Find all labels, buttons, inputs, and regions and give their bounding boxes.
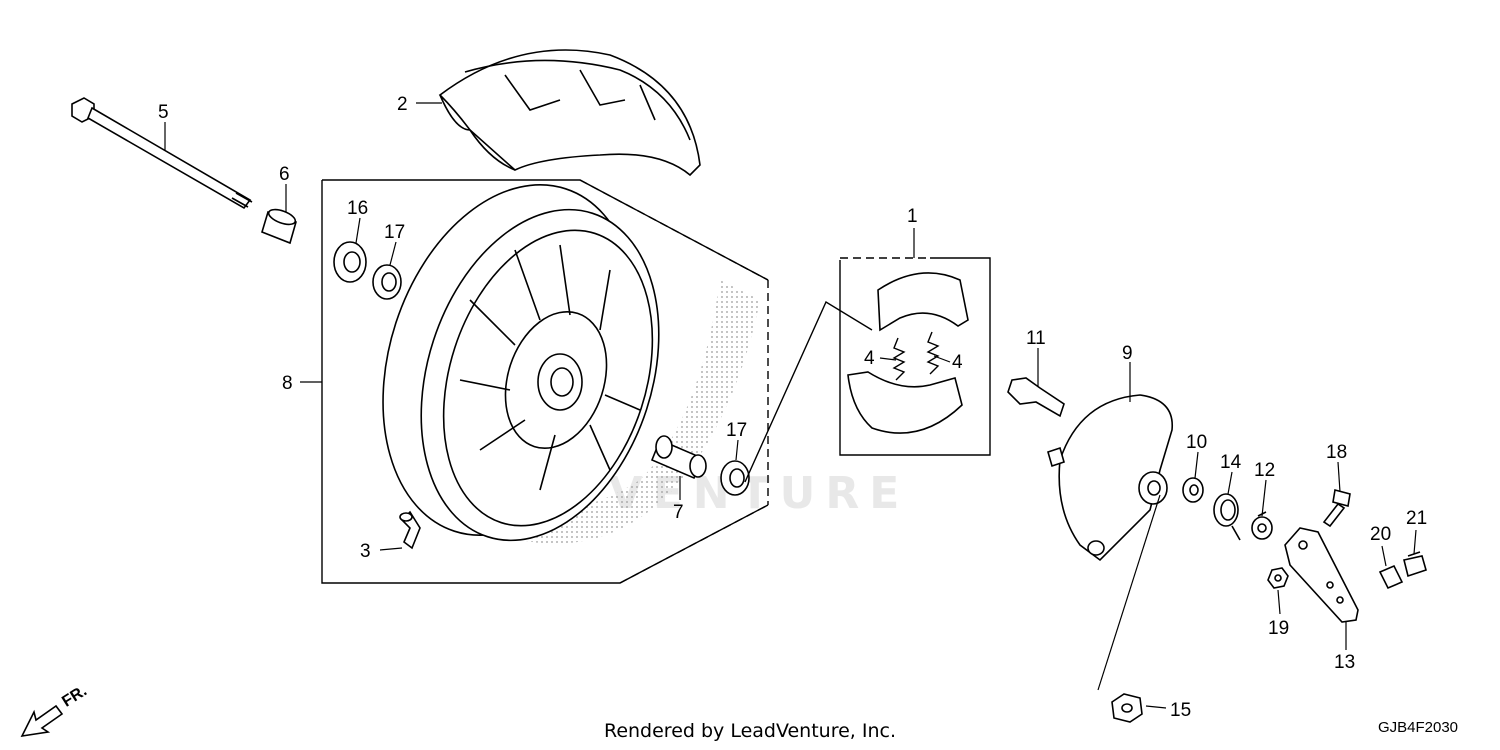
flange-nut-part[interactable] (1111, 693, 1143, 723)
callout-15[interactable]: 15 (1170, 700, 1191, 721)
callout-labels: 1 2 3 4 4 5 6 7 8 9 10 11 12 13 14 15 16… (158, 94, 1427, 721)
valve-stem-part[interactable] (399, 510, 421, 550)
axle-bolt-part[interactable] (71, 97, 253, 210)
brake-cam-part[interactable] (1007, 377, 1065, 418)
callout-8[interactable]: 8 (282, 373, 293, 394)
dust-seal-part[interactable] (1182, 477, 1204, 503)
callout-6[interactable]: 6 (279, 164, 290, 185)
callout-4-left[interactable]: 4 (864, 348, 875, 369)
callout-21[interactable]: 21 (1406, 508, 1427, 529)
brake-shoe-lower-part[interactable] (847, 371, 963, 434)
brake-arm-bolt-part[interactable] (1322, 489, 1351, 528)
callout-2[interactable]: 2 (397, 94, 408, 115)
return-spring-part[interactable] (1213, 493, 1241, 541)
brake-arm-part[interactable] (1284, 527, 1359, 623)
brake-panel-part[interactable] (1047, 394, 1173, 562)
callout-1[interactable]: 1 (907, 206, 918, 227)
callout-13[interactable]: 13 (1334, 652, 1355, 673)
callout-3[interactable]: 3 (360, 541, 371, 562)
callout-18[interactable]: 18 (1326, 442, 1347, 463)
brake-shoe-outline (744, 257, 991, 483)
callout-9[interactable]: 9 (1122, 343, 1133, 364)
brake-shoe-upper-part[interactable] (877, 272, 969, 332)
callout-19[interactable]: 19 (1268, 618, 1289, 639)
brake-springs-part[interactable] (892, 331, 940, 381)
distance-collar-part[interactable] (650, 435, 707, 480)
wear-indicator-plate-part[interactable] (1251, 511, 1273, 540)
bearing-17-lower-part[interactable] (720, 460, 750, 496)
collar-part[interactable] (261, 207, 297, 245)
render-credit: Rendered by LeadVenture, Inc. (603, 720, 897, 742)
callout-5[interactable]: 5 (158, 102, 169, 123)
callout-4-right[interactable]: 4 (952, 352, 963, 373)
callout-10[interactable]: 10 (1186, 432, 1207, 453)
callout-11[interactable]: 11 (1026, 328, 1046, 349)
callout-12[interactable]: 12 (1254, 460, 1275, 481)
diagram-code: GJB4F2030 (1377, 719, 1458, 736)
callout-16[interactable]: 16 (347, 198, 368, 219)
bearing-16-part[interactable] (333, 241, 367, 283)
wheel-rim-part[interactable] (340, 152, 760, 572)
nut-19-part[interactable] (1267, 567, 1289, 589)
front-direction-arrow-icon (20, 704, 64, 738)
joint-pin-part[interactable] (1378, 564, 1404, 590)
tire-part[interactable] (438, 49, 701, 177)
bearing-17-upper-part[interactable] (372, 264, 402, 300)
callout-17-lower[interactable]: 17 (726, 420, 747, 441)
leader-lines (164, 102, 1417, 709)
callout-17-upper[interactable]: 17 (384, 222, 405, 243)
adjusting-nut-part[interactable] (1403, 551, 1427, 578)
callout-7[interactable]: 7 (673, 502, 684, 523)
callout-20[interactable]: 20 (1370, 524, 1391, 545)
callout-14[interactable]: 14 (1220, 452, 1242, 473)
